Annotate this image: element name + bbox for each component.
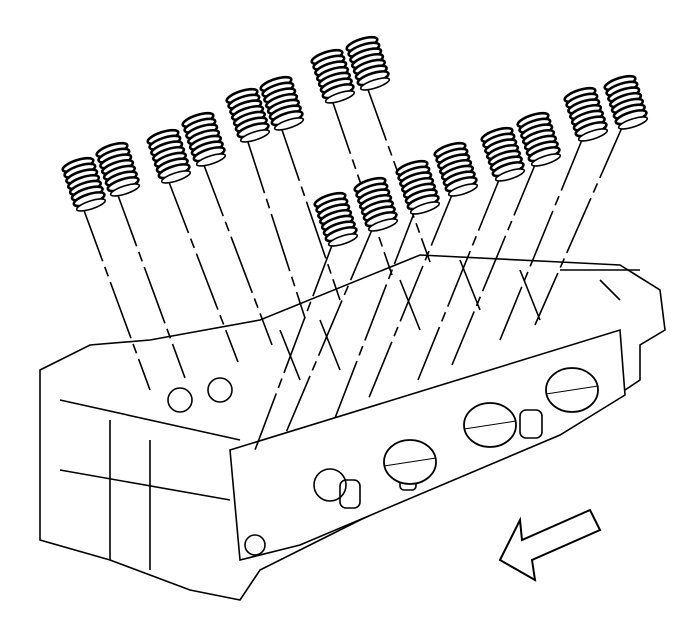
valve-springs <box>61 35 649 247</box>
valve-stem-line <box>254 239 335 451</box>
valve-spring-icon <box>259 75 305 131</box>
valve-stem-line <box>417 174 502 381</box>
valve-spring-icon <box>313 191 359 247</box>
cylinder-head-body <box>39 254 666 601</box>
valve-stem-line <box>81 204 151 391</box>
valve-spring-icon <box>516 111 562 167</box>
valve-stem-line <box>201 159 273 346</box>
valve-stem-line <box>166 176 239 363</box>
valve-stem-line <box>245 135 306 319</box>
valve-stem-line <box>284 224 375 436</box>
valve-stem-line <box>451 159 538 366</box>
valve-spring-icon <box>95 141 141 197</box>
valve-stem-line <box>279 123 341 301</box>
valve-spring-icon <box>146 128 192 184</box>
valve-stem-line <box>534 122 625 326</box>
valve-spring-icon <box>310 48 356 104</box>
spring-guide-lines <box>81 83 625 451</box>
valve-spring-icon <box>480 126 526 182</box>
valve-spring-icon <box>563 86 609 142</box>
valve-stem-line <box>499 134 585 341</box>
valve-spring-icon <box>225 87 271 143</box>
valve-spring-icon <box>353 176 399 232</box>
valve-stem-line <box>115 189 186 379</box>
direction-arrow-icon <box>498 508 602 582</box>
exhaust-ports <box>383 367 599 485</box>
valve-spring-icon <box>61 156 107 212</box>
valve-spring-icon <box>433 141 479 197</box>
valve-spring-icon <box>603 74 649 130</box>
valve-stem-line <box>367 189 455 401</box>
valve-stem-line <box>334 207 417 419</box>
valve-spring-icon <box>395 159 441 215</box>
valve-spring-icon <box>181 111 227 167</box>
valve-spring-icon <box>345 35 391 91</box>
